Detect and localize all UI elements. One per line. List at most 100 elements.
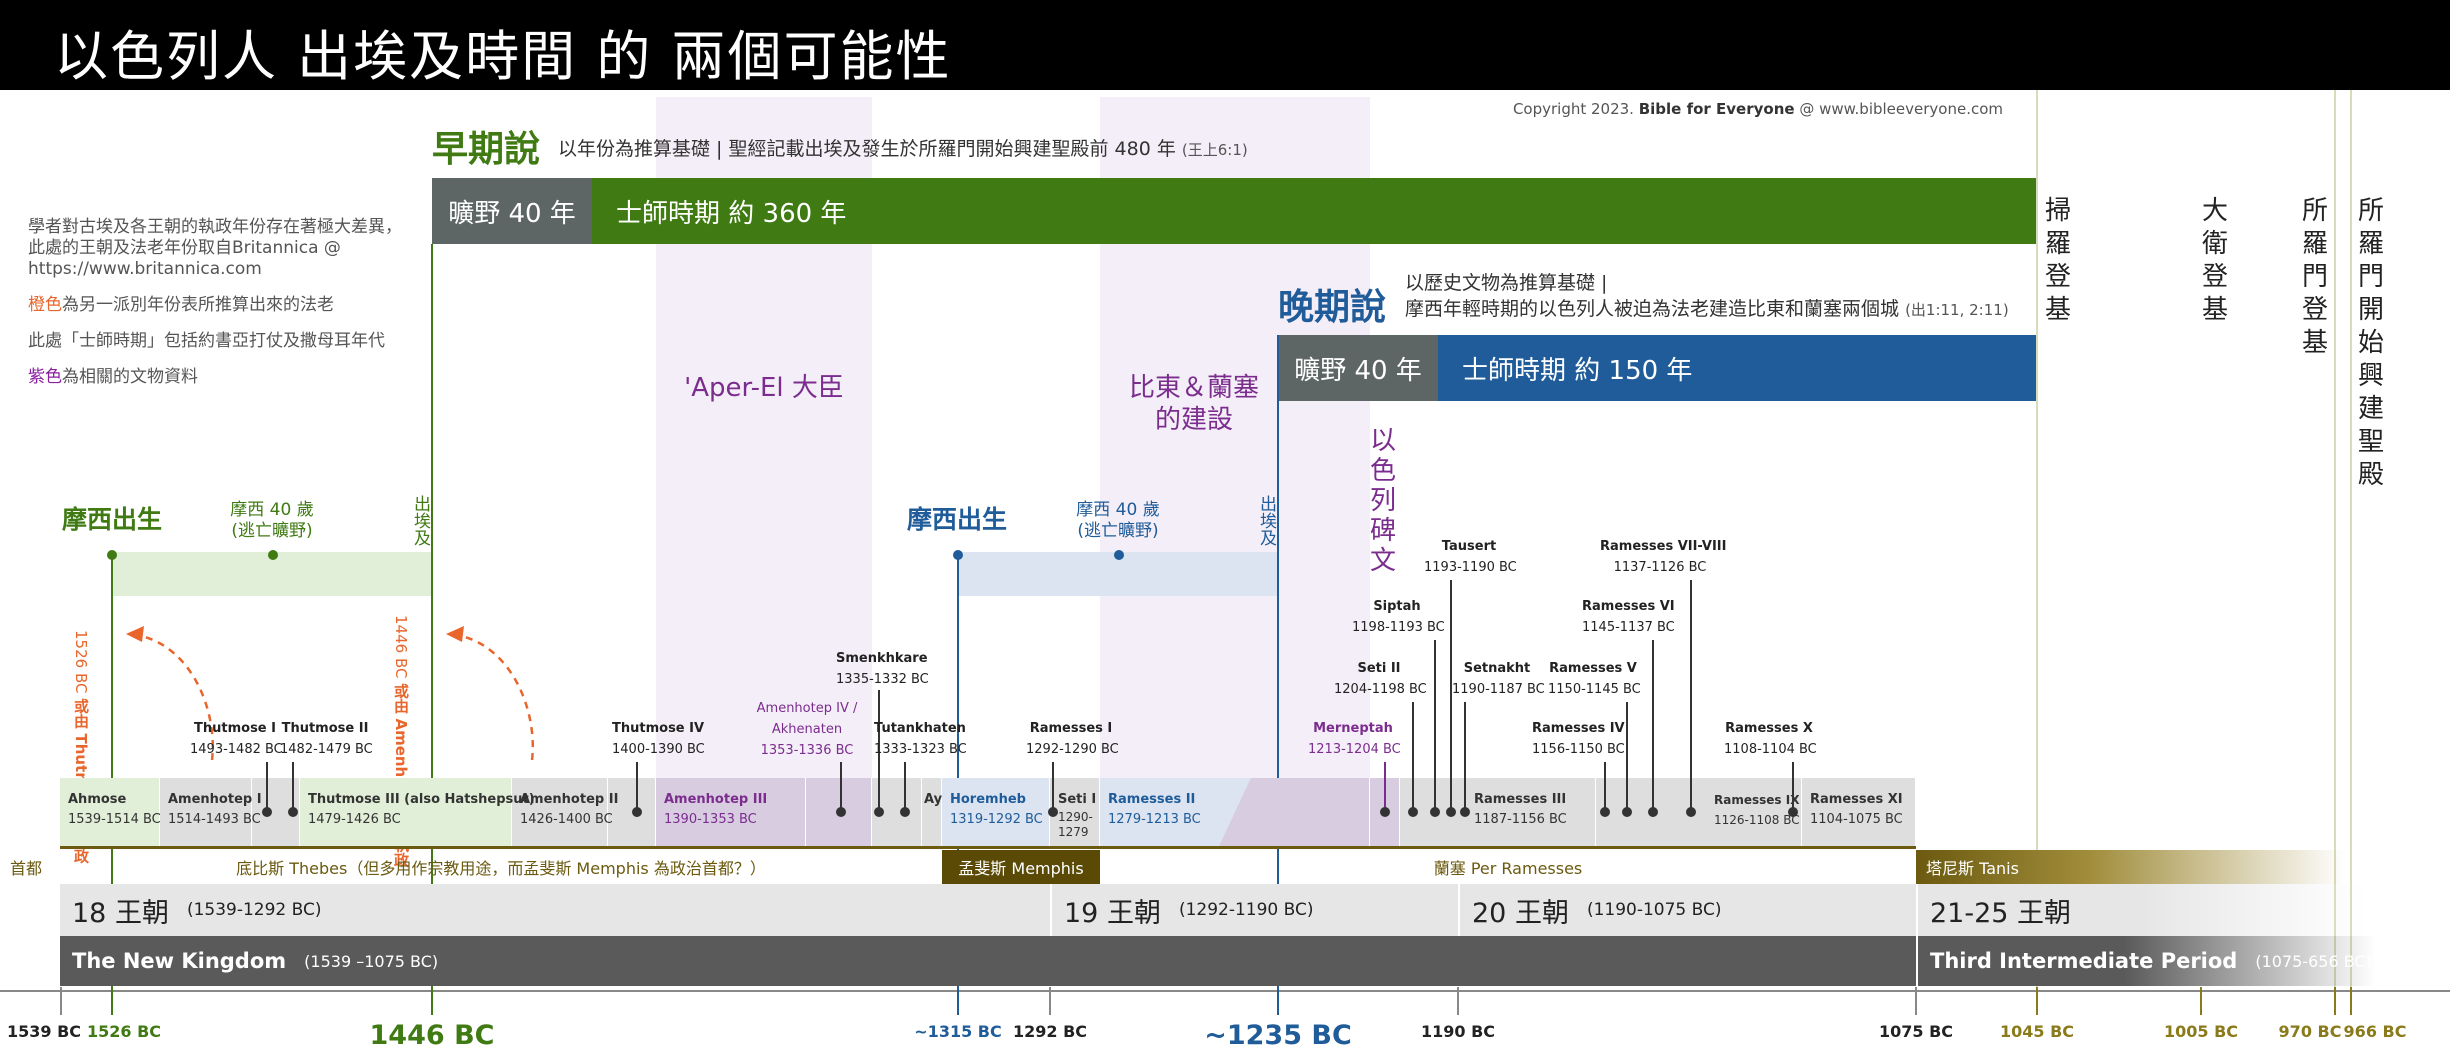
tlabel-1045: 1045 BC: [1999, 1022, 2075, 1041]
pithom-label-2: 的建設: [1154, 405, 1233, 435]
dynasty-21-25: 21-25 王朝: [1916, 884, 2366, 936]
late-exodus-label: 出埃及: [1256, 495, 1276, 546]
kings-bar-underline: [60, 846, 1916, 849]
king-setnakht-years: 1190-1187 BC: [1452, 682, 1545, 697]
king-ay: Ay: [922, 778, 942, 846]
late-desc-2: 摩西年輕時期的以色列人被迫為法老建造比東和蘭塞兩個城: [1405, 298, 1900, 320]
early-moses-birth: 摩西出生: [62, 505, 163, 534]
king-ramesses5-dot: [1622, 807, 1632, 817]
king-ramesses9-name: Ramesses IX: [1714, 793, 1800, 807]
king-ramesses4-name: Ramesses IV: [1532, 721, 1625, 736]
king-ramesses10-name: Ramesses X: [1725, 721, 1813, 736]
pithom-label-1: 比東＆蘭塞: [1128, 373, 1259, 403]
late-moses-40-line2: (逃亡曠野): [1077, 521, 1159, 541]
king-setnakht-dot: [1460, 807, 1470, 817]
king-amenhotep3-years: 1390-1353 BC: [664, 812, 757, 827]
page-title: 以色列人 出埃及時間 的 兩個可能性: [54, 25, 952, 88]
king-ramesses6-dot: [1648, 807, 1658, 817]
tlabel-1526: 1526 BC: [86, 1022, 162, 1041]
early-moses-40-line1: 摩西 40 歲: [230, 500, 314, 520]
early-judges: 士師時期 約 360 年: [616, 198, 847, 229]
king-thutmose1-years: 1493-1482 BC: [190, 742, 283, 757]
king-smenkhkare-box: [872, 778, 922, 846]
tlabel-1446: 1446 BC: [369, 1020, 495, 1051]
note-orange: 橙色: [28, 295, 62, 315]
king-ramesses1-years: 1292-1290 BC: [1026, 742, 1119, 757]
king-ramesses2-name: Ramesses II: [1108, 792, 1196, 807]
king-horemheb-name: Horemheb: [950, 792, 1026, 807]
king-ramesses4-years: 1156-1150 BC: [1532, 742, 1625, 757]
king-merneptah-years: 1213-1204 BC: [1308, 742, 1401, 757]
tick-1526: [111, 987, 113, 1015]
king-ramesses10-dot: [1788, 807, 1798, 817]
tick-1075: [1915, 987, 1917, 1015]
king-thutmose4-line: [636, 762, 638, 812]
king-akhenaten-dot: [836, 807, 846, 817]
king-horemheb-years: 1319-1292 BC: [950, 812, 1043, 827]
king-seti1-name: Seti I: [1058, 792, 1097, 807]
tick-1315: [957, 987, 959, 1015]
king-smenkhkare-years: 1335-1332 BC: [836, 672, 929, 687]
king-thutmose2-years: 1482-1479 BC: [280, 742, 373, 757]
dynasty-19-years: (1292-1190 BC): [1178, 900, 1314, 920]
king-siptah-years: 1198-1193 BC: [1352, 620, 1445, 635]
king-ramesses9-years: 1126-1108 BC: [1714, 813, 1800, 827]
dynasty-20: 20 王朝(1190-1075 BC): [1458, 884, 1916, 936]
king-seti2-name: Seti II: [1357, 661, 1401, 676]
king-siptah-dot: [1430, 807, 1440, 817]
king-ramesses2-years: 1279-1213 BC: [1108, 812, 1201, 827]
tlabel-1292: 1292 BC: [1012, 1022, 1088, 1041]
tlabel-970: 970 BC: [2278, 1022, 2342, 1041]
dynasty-19: 19 王朝(1292-1190 BC): [1050, 884, 1458, 936]
temple-start: 所羅門開始興建聖殿: [2357, 196, 2384, 490]
king-ramesses2: Ramesses II 1279-1213 BC: [1100, 778, 1370, 846]
tick-1005: [2200, 987, 2202, 1015]
king-ramesses3-name: Ramesses III: [1474, 792, 1567, 807]
king-siptah-line: [1434, 640, 1436, 812]
late-judges: 士師時期 約 150 年: [1462, 355, 1693, 386]
temple-line: [2350, 90, 2352, 987]
dynasty-18-years: (1539-1292 BC): [186, 900, 322, 920]
king-tutankhaten-years: 1333-1323 BC: [874, 742, 967, 757]
tlabel-1539: 1539 BC: [6, 1022, 82, 1041]
king-thutmose2-dot: [288, 807, 298, 817]
alt-arrow-2: [446, 626, 535, 761]
king-siptah-name: Siptah: [1373, 599, 1421, 614]
king-ramesses10-line: [1792, 762, 1794, 812]
dynasty-20-name: 20 王朝: [1472, 897, 1569, 929]
late-ref: (出1:11, 2:11): [1905, 301, 2009, 319]
early-moses-40: 摩西 40 歲 (逃亡曠野): [222, 500, 322, 542]
stele-label: 以色列碑文: [1369, 426, 1396, 576]
king-ramesses9: Ramesses IX 1126-1108 BC: [1706, 778, 1802, 846]
timeline-axis: [0, 990, 2450, 992]
king-ramesses1-line: [1052, 762, 1054, 812]
king-thutmose3-years: 1479-1426 BC: [308, 812, 401, 827]
early-bar: 曠野 40 年 士師時期 約 360 年: [432, 178, 2037, 244]
king-ahmose-years: 1539-1514 BC: [68, 812, 161, 827]
king-thutmose1-box: [252, 778, 300, 846]
king-ramesses11-name: Ramesses XI: [1810, 792, 1903, 807]
king-thutmose1-dot: [262, 807, 272, 817]
king-siptah-label: Siptah 1198-1193 BC: [1352, 596, 1445, 638]
copyright: Copyright 2023. Bible for Everyone @ www…: [1513, 100, 2003, 118]
capital-memphis: 孟斐斯 Memphis: [942, 850, 1100, 884]
early-wilderness: 曠野 40 年: [432, 178, 592, 244]
early-moses40-dot: [268, 550, 278, 560]
copyright-prefix: Copyright 2023.: [1512, 100, 1639, 118]
tlabel-1005: 1005 BC: [2163, 1022, 2239, 1041]
kingdom-third-name: Third Intermediate Period: [1930, 949, 2238, 973]
early-heading: 早期說: [432, 129, 541, 170]
late-description: 以歷史文物為推算基礎 | 摩西年輕時期的以色列人被迫為法老建造比東和蘭塞兩個城 …: [1405, 270, 2009, 323]
